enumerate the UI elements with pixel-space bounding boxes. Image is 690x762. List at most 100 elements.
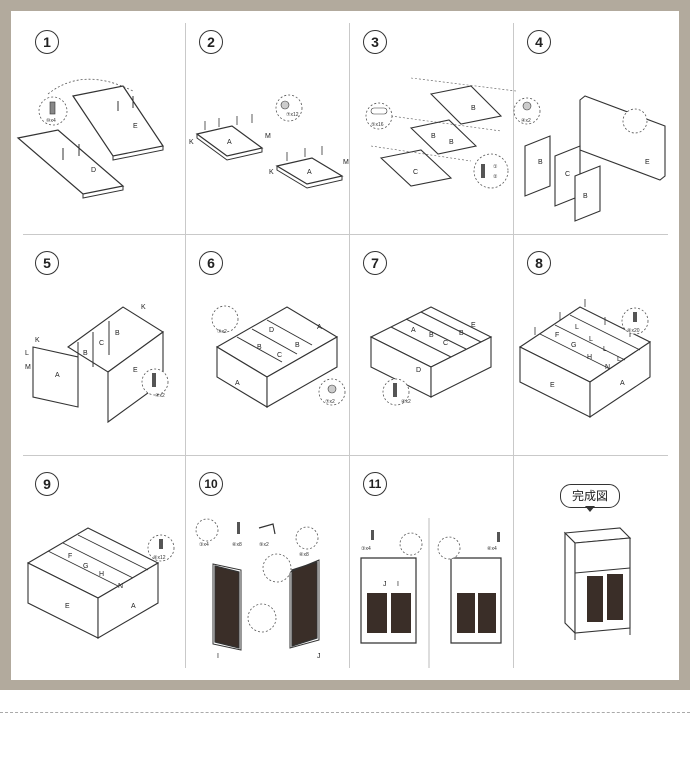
door-right-1 xyxy=(457,593,475,633)
step-number: 9 xyxy=(35,472,59,496)
cabinet-side xyxy=(266,336,338,408)
part-label: B xyxy=(538,159,543,166)
part-label: C xyxy=(565,171,570,178)
callout-text: ③x4 xyxy=(361,546,371,552)
screws xyxy=(534,299,631,337)
part-label: M xyxy=(265,133,271,140)
part-label: B xyxy=(583,193,588,200)
panel-e xyxy=(72,85,164,157)
step-5-drawing: ④x2 K L M A B C B E K xyxy=(25,304,169,424)
callout-text: ⑦x12 xyxy=(286,112,299,118)
pin-icon xyxy=(481,164,485,178)
detail-circle xyxy=(622,108,648,134)
part-label: L xyxy=(25,350,29,357)
callout-text: ⑦x2 xyxy=(217,329,227,335)
step-5: 5 ④x2 K L M A B C B E K xyxy=(13,237,173,452)
door-right-2 xyxy=(478,593,496,633)
part-label: B xyxy=(471,105,476,112)
step-8-drawing: ⑧x20 F L G L H L N L E A xyxy=(518,299,652,419)
dashed-divider xyxy=(0,712,690,713)
detail-circle xyxy=(247,603,277,633)
part-label: G xyxy=(83,563,88,570)
part-label: B xyxy=(83,350,88,357)
part-label: K xyxy=(35,337,40,344)
step-7: 7 ④x2 A B C B E D xyxy=(341,237,501,452)
screw-icon xyxy=(159,539,163,549)
step-8: 8 ⑧x20 F L G L H L N L E A xyxy=(505,237,665,452)
door-j-left xyxy=(367,593,387,633)
part-label: A xyxy=(227,139,232,146)
part-label: D xyxy=(91,167,96,174)
callout-text: ⑤x16 xyxy=(371,122,384,128)
part-label: C xyxy=(413,169,418,176)
panel-e-side xyxy=(430,336,492,398)
door-j xyxy=(291,561,318,647)
detail-circle xyxy=(399,532,423,556)
callout-text: ② xyxy=(493,174,498,180)
part-label: E xyxy=(471,322,476,329)
part-label: H xyxy=(587,354,592,361)
shelf-dividers xyxy=(539,314,641,370)
part-label: B xyxy=(449,139,454,146)
callout-text: ⑥x8 xyxy=(299,552,309,558)
callout-text: ⑧x12 xyxy=(153,555,166,561)
step-6-drawing: ⑦x2 ⑦x2 A D B C B A xyxy=(211,305,346,408)
cam-icon xyxy=(327,384,337,394)
cam-lock-icon xyxy=(280,100,290,110)
panel-b-top xyxy=(429,85,503,125)
part-label: L xyxy=(617,356,621,363)
detail-circle xyxy=(262,553,292,583)
part-label: E xyxy=(645,159,650,166)
screw-icon xyxy=(497,532,500,542)
door-i xyxy=(214,565,240,649)
panel-b-2 xyxy=(574,165,601,222)
callout-circle xyxy=(195,518,219,542)
step-number: 2 xyxy=(199,30,223,54)
cam-icon xyxy=(522,101,532,111)
panel-a xyxy=(32,346,79,408)
callout-circle xyxy=(473,153,509,189)
grid-divider xyxy=(23,455,668,456)
part-label: A xyxy=(307,169,312,176)
part-label: B xyxy=(257,344,262,351)
part-label: N xyxy=(118,583,123,590)
part-label: G xyxy=(571,342,576,349)
step-2: 2 ⑦x12 A K M A K M xyxy=(177,16,349,231)
part-label: D xyxy=(416,367,421,374)
part-label: E xyxy=(133,123,138,130)
dashed-leader xyxy=(47,78,134,95)
screw-icon xyxy=(237,522,240,534)
grid-divider xyxy=(23,234,668,235)
part-label: L xyxy=(575,324,579,331)
part-label: L xyxy=(589,336,593,343)
bolt-icon xyxy=(393,383,397,397)
part-label: B xyxy=(459,330,464,337)
callout-text: ⑦x2 xyxy=(325,399,335,405)
screws xyxy=(204,114,323,161)
part-label: A xyxy=(131,603,136,610)
step-number: 4 xyxy=(527,30,551,54)
step-number: 7 xyxy=(363,251,387,275)
panel-a-side xyxy=(97,562,159,639)
callout-circle xyxy=(513,97,541,125)
panel-d-edge xyxy=(82,186,124,199)
part-label: C xyxy=(443,340,448,347)
part-label: F xyxy=(555,332,559,339)
door-left xyxy=(587,576,603,622)
callout-text: ③x4 xyxy=(199,542,209,548)
step-number: 8 xyxy=(527,251,551,275)
panel-e-edge xyxy=(112,146,164,161)
door-right xyxy=(607,574,623,620)
grid-divider xyxy=(185,23,186,668)
part-label: C xyxy=(99,340,104,347)
part-label: B xyxy=(429,332,434,339)
guide-lines xyxy=(370,77,517,162)
panel-b-1 xyxy=(524,135,551,197)
screw-pack-icon xyxy=(370,107,388,115)
step-6: 6 ⑦x2 ⑦x2 A D B C B A xyxy=(177,237,346,452)
callout-text: ④x2 xyxy=(521,118,531,124)
callout-text: ① xyxy=(493,164,498,170)
part-label: A xyxy=(235,380,240,387)
step-4: 4 ④x2 B C B E xyxy=(505,16,666,231)
part-label: A xyxy=(411,327,416,334)
